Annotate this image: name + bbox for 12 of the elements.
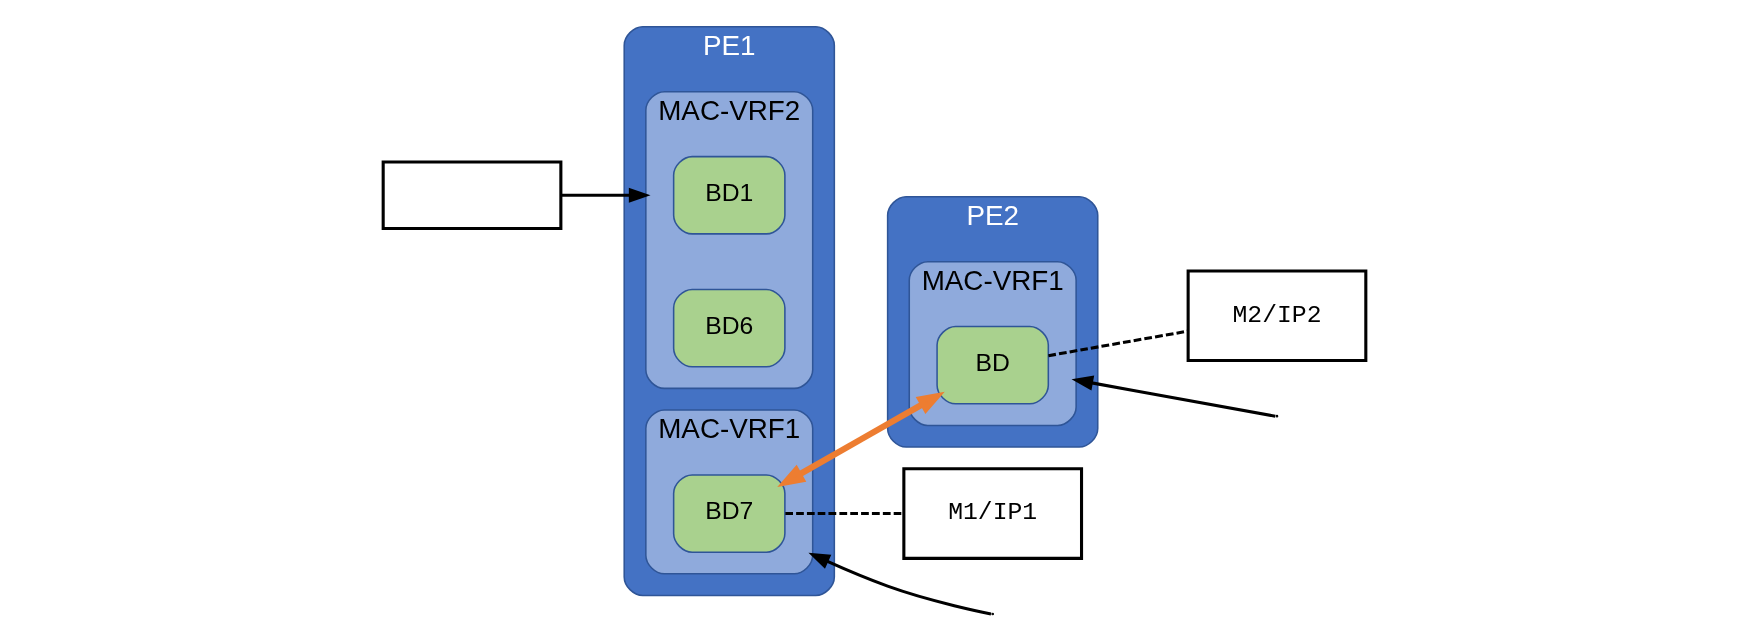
arrow: [777, 391, 945, 488]
arrow: [561, 187, 651, 203]
arrow: [808, 552, 992, 616]
node-box: BD7: [672, 474, 786, 553]
connector: [785, 512, 904, 516]
node-box: M2/IP2: [1186, 269, 1368, 363]
node-box: [381, 160, 563, 230]
node-box: BD1: [672, 155, 786, 235]
arrow: [1071, 375, 1276, 418]
node-box: M1/IP1: [902, 467, 1084, 560]
node-box: BD6: [672, 288, 786, 368]
node-box: BD: [936, 325, 1050, 405]
